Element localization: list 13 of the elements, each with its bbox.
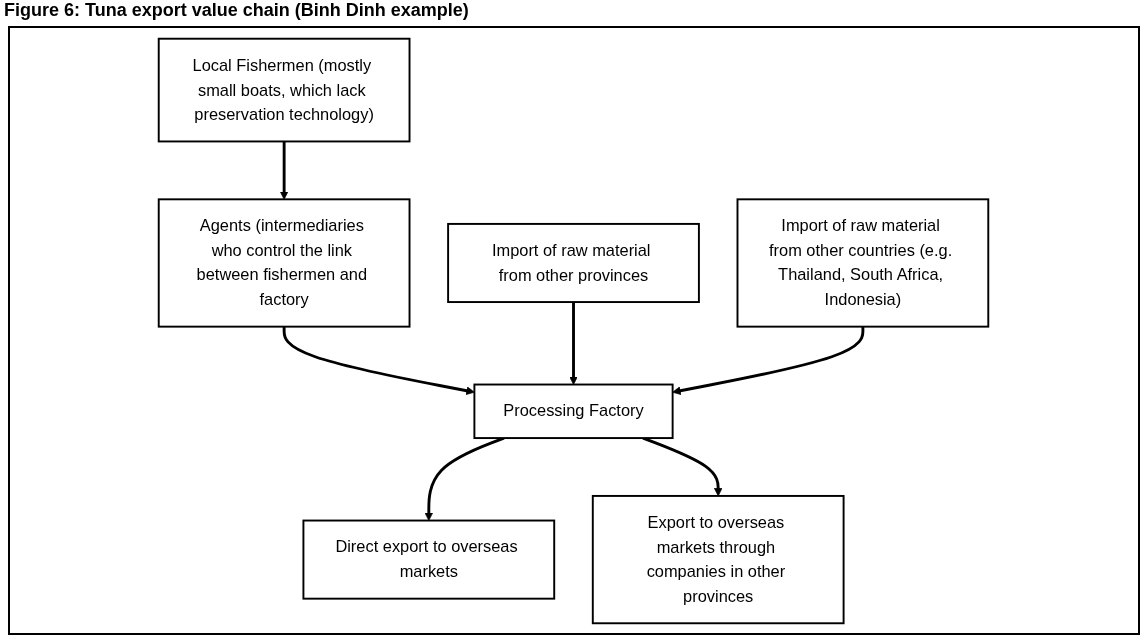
arrow	[643, 436, 723, 496]
node-box	[737, 197, 990, 328]
node-box	[447, 222, 701, 303]
node-box	[302, 519, 556, 600]
node-box	[158, 37, 411, 142]
figure-title: Figure 6: Tuna export value chain (Binh Dinh example)	[4, 0, 469, 21]
node-box	[592, 494, 846, 624]
node-box	[473, 383, 675, 439]
figure-frame: Local Fishermen (mostly small boats, which lack preservation technology) Agents (intermediaries who control the link between fishermen and factory Import of raw material from other provinces Processing Factory Import of raw material from other countries (e.g. Thailand, South Africa, Indonesia) Direct export to overseas markets Export to overseas markets through companies in other provinces	[8, 26, 1140, 635]
arrow	[425, 436, 505, 521]
node-box	[158, 197, 411, 328]
arrow	[280, 140, 289, 200]
arrow	[569, 301, 579, 385]
